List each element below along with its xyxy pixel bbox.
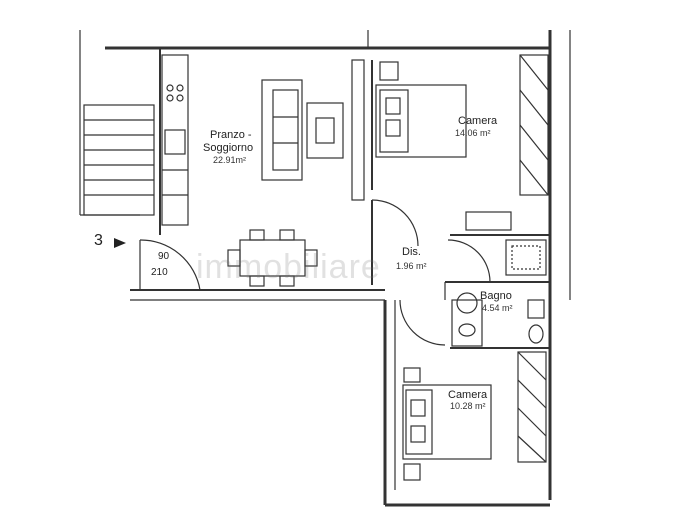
hall-name: Dis. bbox=[402, 246, 421, 258]
bedroom-top-name: Camera bbox=[458, 115, 498, 127]
hall-area: 1.96 m² bbox=[396, 261, 427, 271]
entrance-arrow-icon bbox=[114, 238, 126, 248]
staircase bbox=[83, 104, 155, 216]
bathroom-area: 4.54 m² bbox=[482, 303, 513, 313]
dining-table bbox=[227, 229, 318, 287]
wardrobe-top bbox=[519, 54, 549, 196]
bed-top bbox=[375, 84, 467, 158]
coffee-table bbox=[306, 102, 344, 159]
entrance-number: 3 bbox=[94, 232, 103, 249]
sofa bbox=[261, 79, 303, 181]
bedroom-bottom-door-swing bbox=[399, 299, 446, 346]
bedroom-bottom-name: Camera bbox=[448, 389, 488, 401]
wardrobe-bottom bbox=[517, 351, 547, 463]
bedroom-bottom-area: 10.28 m² bbox=[450, 401, 486, 411]
bathroom-name: Bagno bbox=[480, 290, 512, 302]
bedroom-top-area: 14.06 m² bbox=[455, 128, 491, 138]
bedroom-door-swing bbox=[371, 199, 419, 247]
interior-walls bbox=[371, 60, 550, 490]
tv-unit bbox=[351, 59, 365, 201]
exterior-walls bbox=[79, 30, 571, 507]
living-room-area: 22.91m² bbox=[213, 155, 247, 165]
living-room-name-line1: Pranzo - bbox=[210, 129, 252, 141]
door-width: 90 bbox=[158, 251, 170, 262]
bed-bottom bbox=[402, 384, 492, 460]
bathroom-fixtures bbox=[451, 292, 545, 347]
entrance-door-swing bbox=[139, 239, 201, 291]
bath-door-swing bbox=[447, 239, 491, 283]
living-room-name-line2: Soggiorno bbox=[203, 142, 254, 154]
door-height: 210 bbox=[151, 267, 168, 278]
watermark: immobiliare bbox=[196, 248, 381, 286]
kitchen-counter bbox=[161, 54, 189, 226]
